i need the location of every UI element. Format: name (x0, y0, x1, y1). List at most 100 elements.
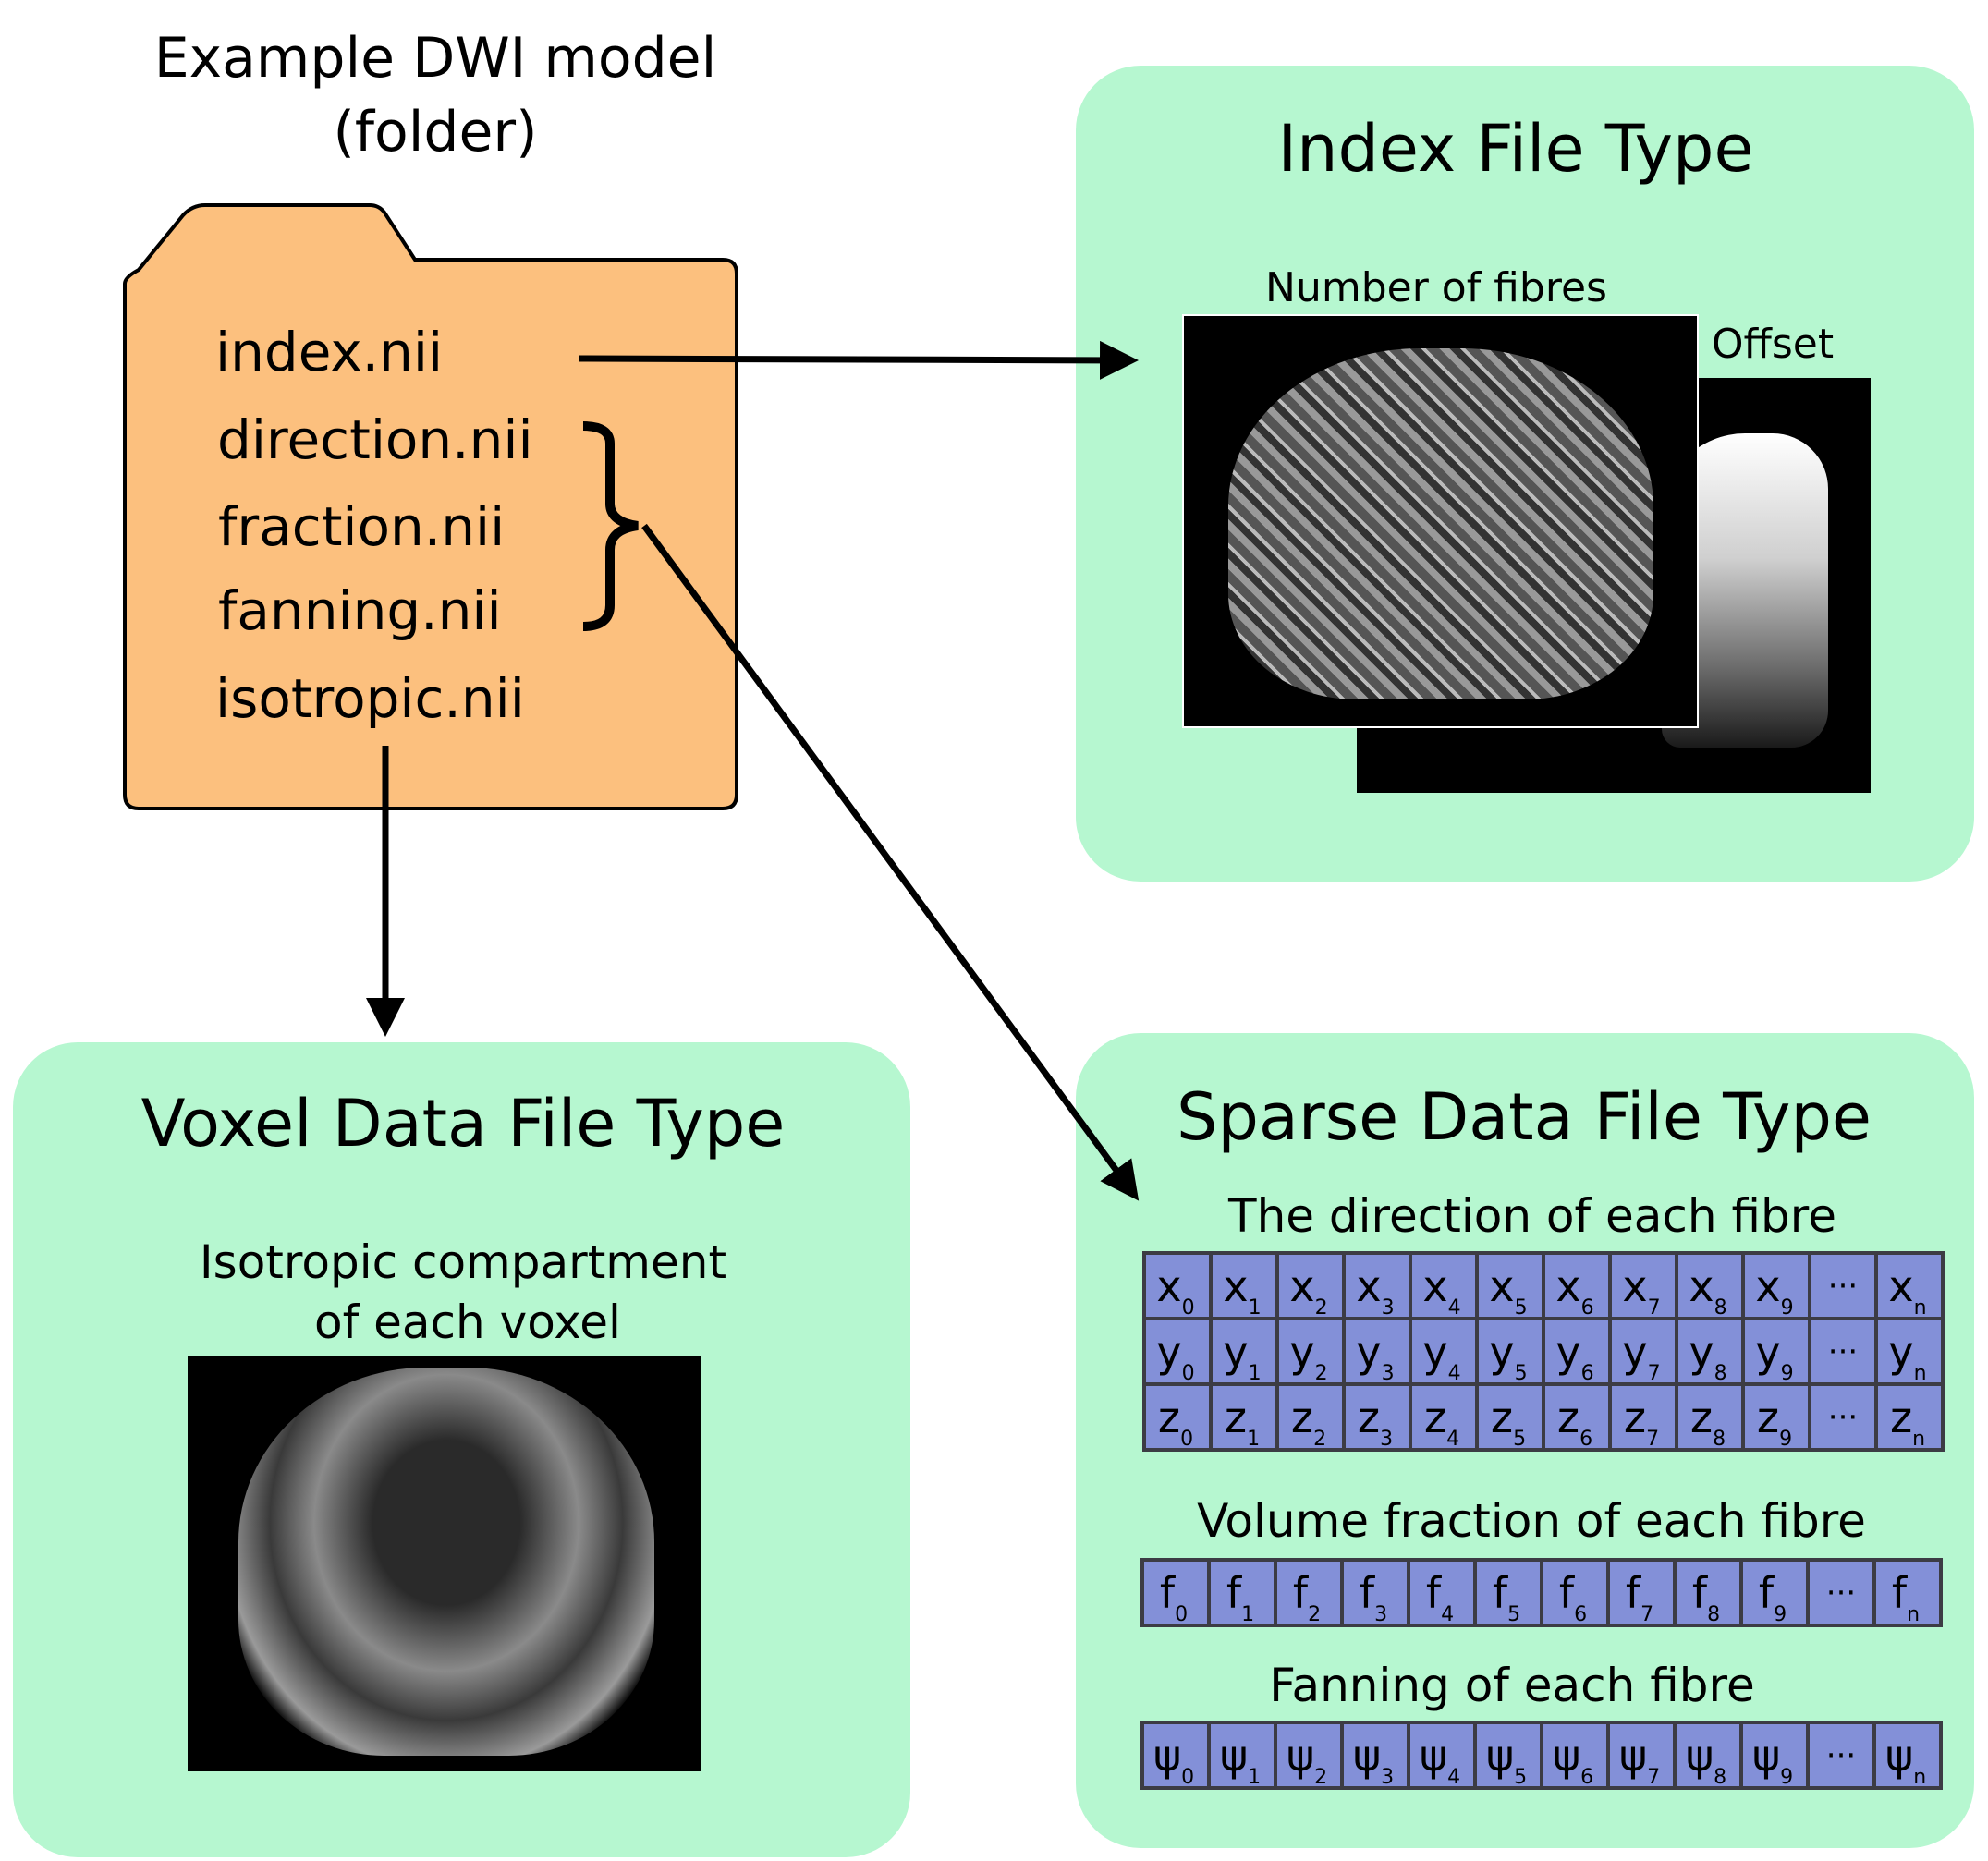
cell-f-1: f1 (1207, 1558, 1277, 1627)
cell-subscript: 4 (1446, 1427, 1460, 1451)
cell-subscript: 2 (1308, 1602, 1322, 1626)
cell-symbol: f (1359, 1567, 1375, 1618)
cell-z-7: z7 (1608, 1382, 1678, 1452)
cell-symbol: ψ (1751, 1730, 1781, 1781)
file-isotropic-nii[interactable]: isotropic.nii (215, 667, 525, 730)
cell-f-8: f8 (1673, 1558, 1743, 1627)
cell-f-3: f3 (1340, 1558, 1410, 1627)
cell-f-2: f2 (1274, 1558, 1344, 1627)
cell-y-…: ··· (1808, 1317, 1878, 1386)
cell-f-7: f7 (1606, 1558, 1677, 1627)
cell-symbol: x (1689, 1260, 1714, 1311)
cell-psi-…: ··· (1806, 1721, 1876, 1790)
cell-symbol: z (1623, 1392, 1647, 1442)
cell-subscript: 1 (1248, 1361, 1262, 1385)
number-of-fibres-label: Number of fibres (1265, 264, 1607, 311)
cell-psi-0: ψ0 (1140, 1721, 1211, 1790)
cell-symbol: ψ (1685, 1730, 1714, 1781)
cell-symbol: x (1755, 1260, 1781, 1311)
cell-y-1: y1 (1209, 1317, 1279, 1386)
cell-subscript: 2 (1314, 1765, 1328, 1789)
cell-symbol: f (1758, 1567, 1775, 1618)
cell-symbol: ψ (1552, 1730, 1581, 1781)
cell-symbol: ψ (1286, 1730, 1315, 1781)
cell-symbol: x (1555, 1260, 1581, 1311)
cell-subscript: 0 (1175, 1602, 1189, 1626)
isotropic-image (188, 1356, 701, 1771)
voxel-panel-title: Voxel Data File Type (140, 1086, 786, 1162)
offset-label: Offset (1711, 321, 1835, 368)
cell-y-0: y0 (1142, 1317, 1213, 1386)
cell-subscript: n (1913, 1295, 1927, 1320)
file-direction-nii[interactable]: direction.nii (217, 408, 533, 471)
fanning-label: Fanning of each fibre (1269, 1659, 1755, 1712)
cell-subscript: 9 (1774, 1602, 1787, 1626)
cell-subscript: 4 (1447, 1295, 1461, 1320)
sparse-arrow (641, 523, 1140, 1201)
cell-symbol: y (1489, 1326, 1515, 1377)
cell-symbol: ψ (1419, 1730, 1448, 1781)
cell-x-2: x2 (1275, 1251, 1346, 1320)
cell-subscript: 3 (1380, 1427, 1394, 1451)
cell-psi-3: ψ3 (1340, 1721, 1410, 1790)
index-arrow (579, 340, 1139, 380)
cell-y-2: y2 (1275, 1317, 1346, 1386)
cell-symbol: y (1755, 1326, 1781, 1377)
cell-psi-8: ψ8 (1673, 1721, 1743, 1790)
cell-subscript: 7 (1647, 1361, 1661, 1385)
cell-subscript: n (1912, 1427, 1926, 1451)
cell-subscript: 9 (1780, 1361, 1794, 1385)
cell-psi-4: ψ4 (1407, 1721, 1477, 1790)
cell-symbol: z (1157, 1392, 1181, 1442)
cell-x-3: x3 (1342, 1251, 1412, 1320)
cell-subscript: 4 (1447, 1361, 1461, 1385)
cell-subscript: 5 (1513, 1427, 1527, 1451)
cell-y-4: y4 (1409, 1317, 1479, 1386)
cell-z-n: zn (1874, 1382, 1945, 1452)
cell-f-5: f5 (1473, 1558, 1543, 1627)
cell-z-6: z6 (1542, 1382, 1612, 1452)
file-fanning-nii[interactable]: fanning.nii (218, 579, 502, 642)
fibre-count-brain-shape (1228, 348, 1653, 699)
cell-z-0: z0 (1142, 1382, 1213, 1452)
cell-y-9: y9 (1741, 1317, 1811, 1386)
cell-y-7: y7 (1608, 1317, 1678, 1386)
cell-symbol: z (1490, 1392, 1514, 1442)
index-panel-title: Index File Type (1277, 111, 1754, 187)
cell-subscript: 6 (1580, 1361, 1594, 1385)
file-fraction-nii[interactable]: fraction.nii (218, 495, 506, 558)
cell-subscript: 8 (1714, 1295, 1727, 1320)
cell-psi-5: ψ5 (1473, 1721, 1543, 1790)
cell-symbol: ψ (1485, 1730, 1515, 1781)
cell-subscript: 5 (1514, 1765, 1528, 1789)
cell-z-1: z1 (1209, 1382, 1279, 1452)
cell-symbol: x (1888, 1260, 1914, 1311)
cell-z-3: z3 (1342, 1382, 1412, 1452)
cell-subscript: 4 (1441, 1602, 1455, 1626)
number-of-fibres-image (1182, 314, 1699, 728)
cell-z-8: z8 (1675, 1382, 1745, 1452)
cell-subscript: 6 (1580, 1295, 1594, 1320)
cell-x-0: x0 (1142, 1251, 1213, 1320)
cell-symbol: f (1492, 1567, 1508, 1618)
cell-y-n: yn (1874, 1317, 1945, 1386)
cell-symbol: x (1156, 1260, 1182, 1311)
cell-psi-6: ψ6 (1540, 1721, 1610, 1790)
cell-subscript: 9 (1780, 1765, 1794, 1789)
cell-subscript: 1 (1247, 1427, 1261, 1451)
cell-symbol: x (1356, 1260, 1382, 1311)
cell-x-5: x5 (1475, 1251, 1545, 1320)
file-index-nii[interactable]: index.nii (215, 321, 444, 383)
cell-symbol: x (1422, 1260, 1448, 1311)
cell-subscript: 7 (1647, 1765, 1661, 1789)
cell-symbol: y (1356, 1326, 1382, 1377)
cell-symbol: f (1425, 1567, 1442, 1618)
cell-subscript: 9 (1780, 1295, 1794, 1320)
cell-subscript: 8 (1713, 1427, 1726, 1451)
cell-x-n: xn (1874, 1251, 1945, 1320)
cell-symbol: f (1625, 1567, 1641, 1618)
cell-symbol: y (1422, 1326, 1448, 1377)
cell-f-4: f4 (1407, 1558, 1477, 1627)
